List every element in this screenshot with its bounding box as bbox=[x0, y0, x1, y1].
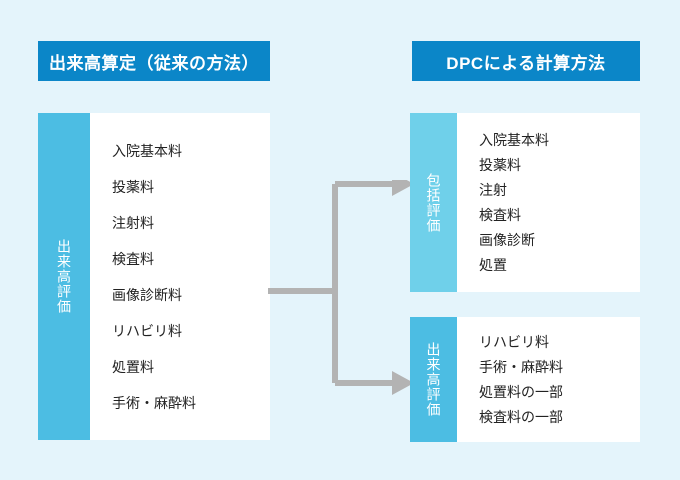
list-item: 処置料の一部 bbox=[479, 383, 563, 400]
panel-comprehensive-evaluation: 包括評価 入院基本料 投薬料 注射 検査料 画像診断 処置 bbox=[410, 113, 640, 292]
panel-fee-for-service-remainder-items: リハビリ料 手術・麻酔料 処置料の一部 検査料の一部 bbox=[457, 317, 640, 442]
split-arrow-connector bbox=[268, 180, 414, 395]
list-item: 処置 bbox=[479, 256, 507, 273]
list-item: 投薬料 bbox=[479, 156, 521, 173]
list-item: 検査料の一部 bbox=[479, 408, 563, 425]
list-item: リハビリ料 bbox=[479, 333, 549, 350]
panel-fee-for-service-items: 入院基本料 投薬料 注射料 検査料 画像診断料 リハビリ料 処置料 手術・麻酔料 bbox=[90, 113, 270, 440]
panel-comprehensive-evaluation-side-label: 包括評価 bbox=[410, 113, 457, 292]
list-item: 注射 bbox=[479, 181, 507, 198]
list-item: 投薬料 bbox=[112, 178, 154, 195]
header-left-title: 出来高算定（従来の方法） bbox=[38, 41, 270, 81]
list-item: 検査料 bbox=[479, 206, 521, 223]
list-item: 手術・麻酔料 bbox=[112, 394, 196, 411]
panel-comprehensive-evaluation-items: 入院基本料 投薬料 注射 検査料 画像診断 処置 bbox=[457, 113, 640, 292]
list-item: 画像診断料 bbox=[112, 286, 182, 303]
panel-fee-for-service-remainder: 出来高評価 リハビリ料 手術・麻酔料 処置料の一部 検査料の一部 bbox=[410, 317, 640, 442]
panel-fee-for-service-remainder-side-label: 出来高評価 bbox=[410, 317, 457, 442]
list-item: 画像診断 bbox=[479, 231, 535, 248]
list-item: 入院基本料 bbox=[479, 131, 549, 148]
header-right-title: DPCによる計算方法 bbox=[412, 41, 640, 81]
panel-fee-for-service: 出来高評価 入院基本料 投薬料 注射料 検査料 画像診断料 リハビリ料 処置料 … bbox=[38, 113, 270, 440]
list-item: 入院基本料 bbox=[112, 142, 182, 159]
list-item: 手術・麻酔料 bbox=[479, 358, 563, 375]
list-item: リハビリ料 bbox=[112, 322, 182, 339]
header-right-label: DPCによる計算方法 bbox=[446, 53, 606, 73]
list-item: 検査料 bbox=[112, 250, 154, 267]
header-left-label: 出来高算定（従来の方法） bbox=[49, 53, 259, 73]
list-item: 処置料 bbox=[112, 358, 154, 375]
list-item: 注射料 bbox=[112, 214, 154, 231]
panel-fee-for-service-side-label: 出来高評価 bbox=[38, 113, 90, 440]
